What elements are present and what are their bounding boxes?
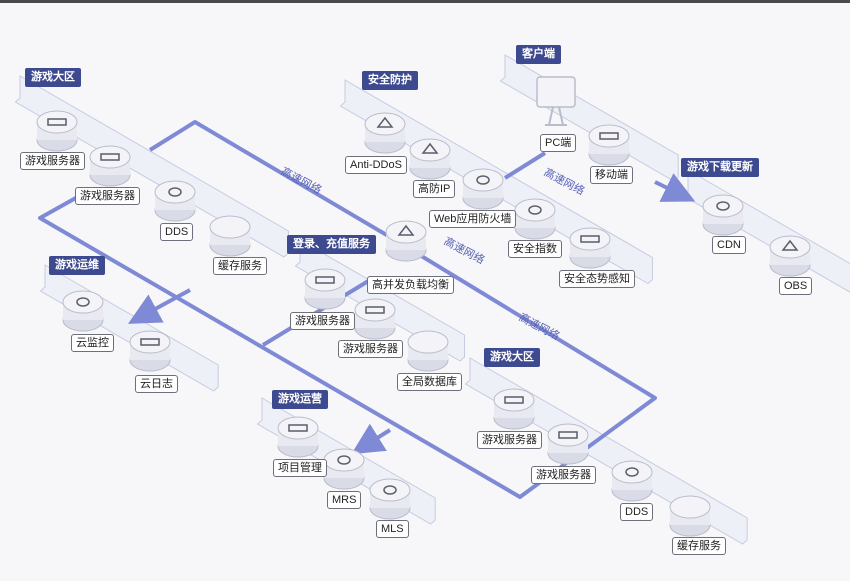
pc-stand-icon — [545, 106, 567, 126]
platform-ops — [39, 264, 219, 392]
node-dds-2: DDS — [620, 503, 654, 521]
device-cache-2-top — [669, 495, 711, 519]
network-line-client-security — [503, 151, 547, 180]
node-cloud-log: 云日志 — [135, 375, 178, 393]
device-cloud-monitor-glyph — [76, 297, 90, 307]
node-anti-ddos-ip: 高防IP — [413, 180, 456, 198]
node-cache-2: 缓存服务 — [672, 537, 726, 555]
top-border — [0, 0, 850, 3]
node-cdn: CDN — [712, 236, 746, 254]
device-situation-awareness-top — [569, 227, 611, 251]
pc-monitor-icon — [536, 76, 576, 108]
device-game-server-1b-top — [89, 145, 131, 169]
group-title-game-zone-1: 游戏大区 — [25, 68, 81, 87]
platform-game-zone-1 — [14, 75, 289, 258]
node-game-server-1b: 游戏服务器 — [75, 187, 140, 205]
device-game-server-2b-top — [547, 423, 589, 447]
group-title-login: 登录、充值服务 — [287, 235, 376, 254]
device-obs-glyph — [781, 239, 799, 251]
device-game-server-login-b-glyph — [365, 306, 385, 314]
device-waf-top — [462, 168, 504, 192]
device-security-index-glyph — [528, 205, 542, 215]
device-game-server-login-b-top — [354, 298, 396, 322]
device-cdn-top — [702, 194, 744, 218]
device-game-server-1a-top — [36, 110, 78, 134]
device-game-server-2b-glyph — [558, 431, 578, 439]
node-mobile: 移动端 — [590, 166, 633, 184]
node-dds-1: DDS — [160, 223, 194, 241]
node-cloud-monitor: 云监控 — [71, 334, 114, 352]
device-mrs-top — [323, 448, 365, 472]
node-pc: PC端 — [540, 134, 577, 152]
device-anti-ddos-glyph — [376, 116, 394, 128]
node-cache-1: 缓存服务 — [213, 257, 267, 275]
node-game-server-login-a: 游戏服务器 — [290, 312, 355, 330]
device-load-balancer-top — [385, 220, 427, 244]
group-title-client: 客户端 — [516, 45, 561, 64]
device-anti-ddos-top — [364, 112, 406, 136]
node-load-balancer: 高并发负载均衡 — [367, 276, 454, 294]
node-situation-awareness: 安全态势感知 — [559, 270, 635, 288]
node-waf: Web应用防火墙 — [429, 210, 517, 228]
device-situation-awareness-glyph — [580, 235, 600, 243]
device-dds-1-glyph — [168, 187, 182, 197]
device-game-server-2a-glyph — [504, 396, 524, 404]
group-title-game-zone-2: 游戏大区 — [484, 348, 540, 367]
device-project-management-top — [277, 416, 319, 440]
device-game-server-2a-top — [493, 388, 535, 412]
device-dds-1-top — [154, 180, 196, 204]
device-mobile-glyph — [599, 132, 619, 140]
device-cloud-log-glyph — [140, 338, 160, 346]
arrow-to-operation — [351, 423, 392, 455]
device-mrs-glyph — [337, 455, 351, 465]
device-obs-top — [769, 235, 811, 259]
device-waf-glyph — [476, 175, 490, 185]
device-load-balancer-glyph — [397, 224, 415, 236]
node-security-index: 安全指数 — [508, 240, 562, 258]
node-global-db: 全局数据库 — [397, 373, 462, 391]
device-mobile-top — [588, 124, 630, 148]
node-game-server-1a: 游戏服务器 — [20, 152, 85, 170]
device-cdn-glyph — [716, 201, 730, 211]
arrow-to-download — [654, 173, 696, 202]
node-obs: OBS — [779, 277, 813, 295]
device-game-server-login-a-top — [304, 268, 346, 292]
device-security-index-top — [514, 198, 556, 222]
group-title-operation: 游戏运营 — [272, 390, 328, 409]
device-game-server-1b-glyph — [100, 153, 120, 161]
node-mls: MLS — [376, 520, 409, 538]
node-game-server-login-b: 游戏服务器 — [338, 340, 403, 358]
node-project-management: 项目管理 — [273, 459, 327, 477]
platform-game-zone-2 — [464, 357, 748, 545]
device-cache-1-top — [209, 215, 251, 239]
network-line-main — [38, 120, 657, 499]
group-title-security: 安全防护 — [362, 71, 418, 90]
node-game-server-2b: 游戏服务器 — [531, 466, 596, 484]
device-anti-ddos-ip-top — [409, 138, 451, 162]
arrow-to-ops — [127, 288, 191, 324]
device-dds-2-top — [611, 460, 653, 484]
device-global-db-top — [407, 330, 449, 354]
device-game-server-1a-glyph — [47, 118, 67, 126]
node-game-server-2a: 游戏服务器 — [477, 431, 542, 449]
device-cloud-log-top — [129, 330, 171, 354]
group-title-ops: 游戏运维 — [49, 256, 105, 275]
node-mrs: MRS — [327, 491, 362, 509]
device-project-management-glyph — [288, 424, 308, 432]
device-anti-ddos-ip-glyph — [421, 142, 439, 154]
node-anti-ddos: Anti-DDoS — [345, 156, 407, 174]
device-game-server-login-a-glyph — [315, 276, 335, 284]
device-dds-2-glyph — [625, 467, 639, 477]
device-mls-glyph — [383, 485, 397, 495]
device-cloud-monitor-top — [62, 290, 104, 314]
group-title-download: 游戏下载更新 — [681, 158, 759, 177]
device-mls-top — [369, 478, 411, 502]
